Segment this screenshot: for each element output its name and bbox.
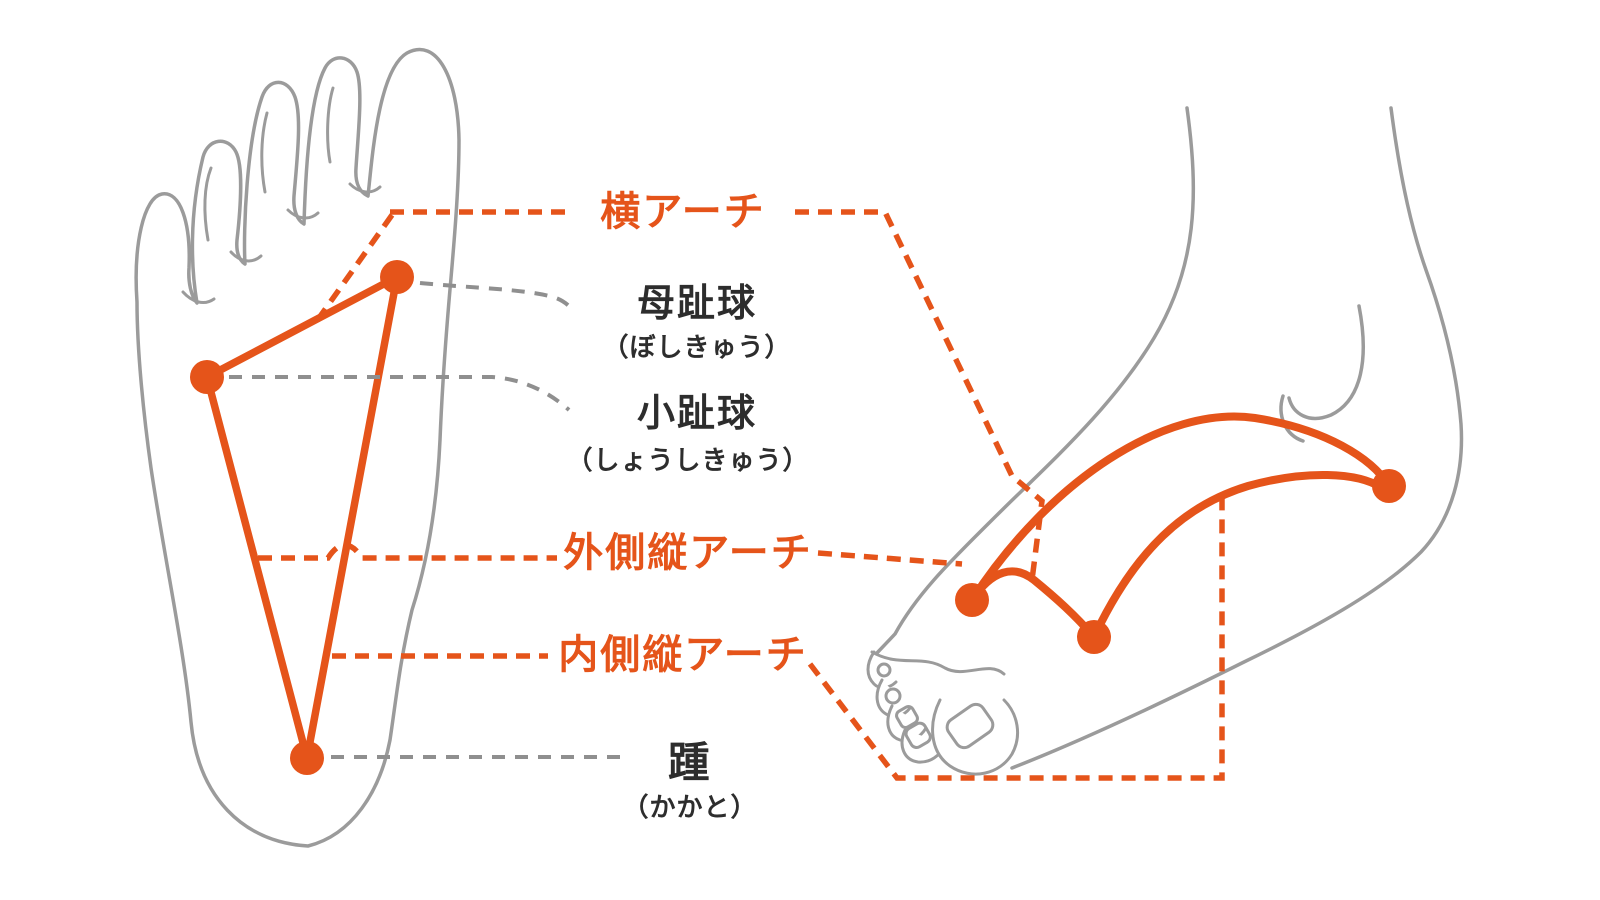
big-toe-nail — [945, 702, 995, 750]
right-foot-heel-sole-line — [1010, 106, 1464, 770]
triangle-markers — [190, 260, 414, 775]
transverse-arch-curve — [968, 567, 1098, 641]
callout-transverse-right — [795, 209, 1045, 581]
callout-medial-right — [807, 492, 1225, 781]
marker-side-ball-big — [1077, 620, 1111, 654]
label-transverse-arch: 横アーチ — [600, 190, 766, 234]
grey-callout-lines — [229, 281, 622, 759]
marker-ball-of-little-toe — [190, 360, 224, 394]
label-ball-of-big-toe-reading: （ぼしきゅう） — [602, 332, 792, 362]
arch-triangle — [203, 273, 401, 762]
small-toe-2 — [875, 678, 912, 718]
label-heel-reading: （かかと） — [622, 792, 758, 822]
lateral-longitudinal-arch-curve — [1090, 471, 1386, 641]
marker-side-heel — [1372, 469, 1406, 503]
toe-crease-line — [870, 650, 1006, 676]
small-toe-1 — [866, 650, 898, 690]
callout-ball-little-toe — [229, 375, 571, 412]
right-foot-top-line — [874, 106, 1196, 656]
label-ball-of-little-toe-reading: （しょうしきゅう） — [566, 445, 810, 475]
toe-nail-5 — [876, 662, 892, 678]
left-foot-sole-view — [134, 47, 461, 848]
toe-nail-4 — [884, 687, 902, 705]
toe-creases — [181, 86, 382, 304]
left-foot-outline — [134, 47, 461, 848]
label-heel: 踵 — [667, 739, 713, 786]
side-view-arches — [968, 412, 1393, 641]
label-ball-of-little-toe: 小趾球 — [636, 393, 758, 435]
marker-side-ball-little — [955, 583, 989, 617]
right-foot-toes — [866, 650, 1020, 776]
callout-lateral-right — [817, 550, 963, 567]
marker-heel — [290, 741, 324, 775]
toe-nail-3 — [895, 705, 919, 729]
marker-ball-of-big-toe — [380, 260, 414, 294]
orange-callout-lines — [258, 209, 1225, 781]
ankle-curves — [1279, 304, 1365, 443]
transverse-arch-line — [203, 273, 401, 381]
label-medial-longitudinal-arch: 内側縦アーチ — [558, 633, 808, 677]
side-view-markers — [955, 469, 1406, 654]
medial-arch-line — [303, 273, 401, 762]
label-ball-of-big-toe: 母趾球 — [636, 283, 758, 325]
lateral-arch-line — [203, 373, 311, 762]
callout-ball-big-toe — [419, 281, 576, 314]
callout-lateral-left — [258, 542, 557, 561]
label-lateral-longitudinal-arch: 外側縦アーチ — [563, 531, 813, 575]
right-foot-side-view — [866, 106, 1464, 776]
big-toe — [931, 698, 1020, 776]
toe-nail-2 — [904, 721, 932, 749]
